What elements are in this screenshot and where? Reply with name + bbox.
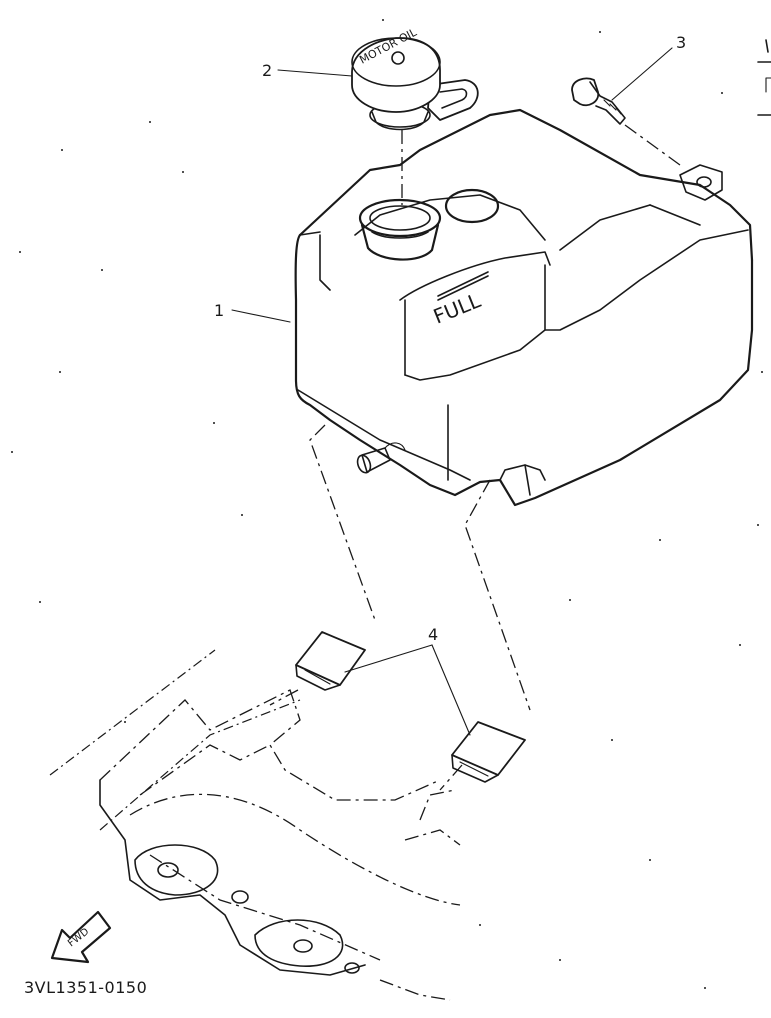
callout-1: 1 [214, 301, 224, 320]
drawing-code: 3VL1351-0150 [24, 978, 148, 997]
forward-arrow-icon: FWD [50, 910, 112, 964]
scan-specks [11, 19, 763, 989]
frame-plate [49, 649, 461, 1001]
callout-4: 4 [428, 625, 438, 644]
oil-tank-cap: MOTOR OIL [351, 25, 479, 131]
callout-2: 2 [262, 61, 272, 80]
leader-lines [231, 47, 673, 736]
callout-3: 3 [676, 33, 686, 52]
legend-fragment [757, 39, 771, 116]
damper-left [295, 631, 366, 691]
oil-tank: FULL [294, 108, 754, 507]
full-level-marking: FULL [430, 288, 485, 329]
damper-right [451, 721, 526, 783]
assembly-guides [269, 124, 681, 791]
flange-bolt [571, 77, 626, 125]
